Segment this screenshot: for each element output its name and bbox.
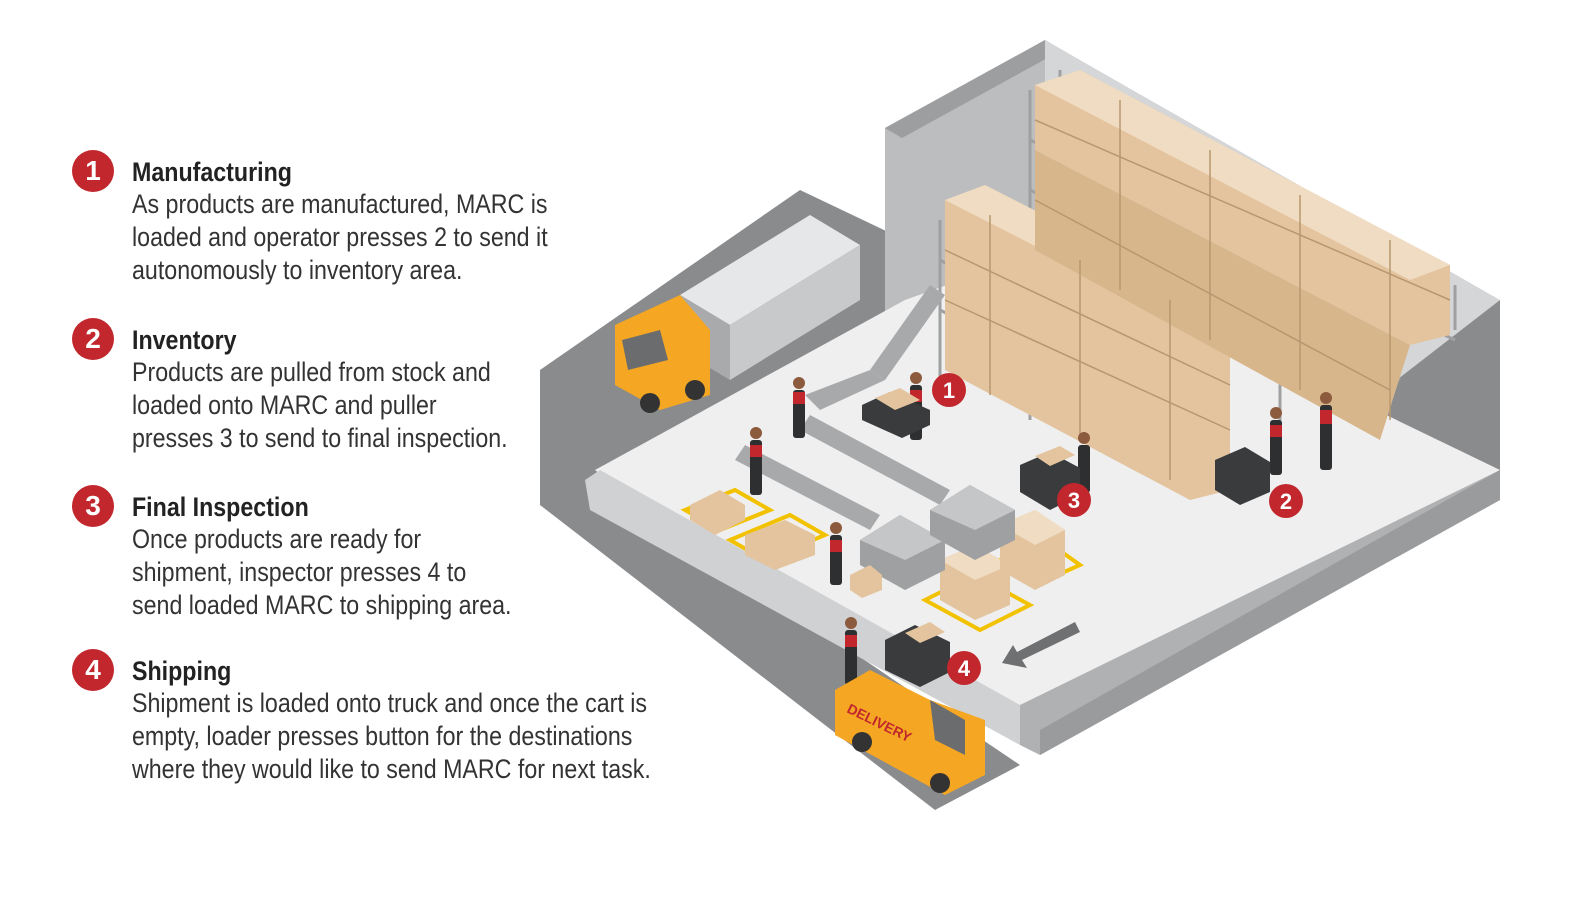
wall-base: [1040, 470, 1500, 755]
description-line: loaded and operator presses 2 to send it: [132, 222, 548, 252]
shelf-boxes: [944, 70, 1451, 500]
step-description: Products are pulled from stock and loade…: [132, 356, 614, 455]
step-shipping: 4 Shipping Shipment is loaded onto truck…: [72, 649, 692, 817]
truck-windshield: [622, 330, 668, 370]
truck-wheel: [640, 393, 660, 413]
step-final-inspection: 3 Final Inspection Once products are rea…: [72, 485, 692, 649]
floor-arrow: [1002, 622, 1080, 668]
description-line: shipment, inspector presses 4 to: [132, 557, 467, 587]
floor-boxes: [690, 490, 1065, 620]
step-description: Once products are ready for shipment, in…: [132, 523, 614, 622]
description-line: loaded onto MARC and puller: [132, 390, 437, 420]
description-line: empty, loader presses button for the des…: [132, 721, 633, 751]
scene-marker-1: 1: [932, 373, 966, 407]
cart-boxes: [850, 388, 1075, 643]
scene-marker-3: 3: [1057, 483, 1091, 517]
back-left-wall-top: [885, 40, 1062, 138]
scene-marker-2: 2: [1269, 484, 1303, 518]
truck-wheel: [685, 380, 705, 400]
description-line: Shipment is loaded onto truck and once t…: [132, 688, 648, 718]
description-line: send loaded MARC to shipping area.: [132, 590, 512, 620]
step-title: Manufacturing: [132, 157, 292, 187]
step-description: Shipment is loaded onto truck and once t…: [132, 687, 651, 786]
truck-trailer-side: [730, 245, 860, 380]
step-title: Inventory: [132, 325, 237, 355]
description-line: autonomously to inventory area.: [132, 255, 463, 285]
step-number-badge: 2: [72, 318, 114, 360]
step-description: As products are manufactured, MARC is lo…: [132, 188, 614, 287]
description-line: presses 3 to send to final inspection.: [132, 423, 508, 453]
truck-trailer-top: [680, 215, 860, 325]
step-number-badge: 1: [72, 150, 114, 192]
steps-list: 1 Manufacturing As products are manufact…: [72, 150, 692, 817]
step-manufacturing: 1 Manufacturing As products are manufact…: [72, 150, 692, 318]
step-title: Shipping: [132, 656, 232, 686]
step-number-badge: 4: [72, 649, 114, 691]
step-inventory: 2 Inventory Products are pulled from sto…: [72, 318, 692, 485]
svg-text:3: 3: [1068, 488, 1080, 513]
step-title: Final Inspection: [132, 492, 309, 522]
step-number-badge: 3: [72, 485, 114, 527]
svg-text:2: 2: [1280, 489, 1292, 514]
description-line: where they would like to send MARC for n…: [132, 754, 651, 784]
workers: [750, 372, 1332, 685]
delivery-van: DELIVERY: [835, 670, 985, 795]
svg-text:1: 1: [943, 378, 955, 403]
description-line: As products are manufactured, MARC is: [132, 189, 548, 219]
description-line: Once products are ready for: [132, 524, 422, 554]
scene-marker-4: 4: [947, 651, 981, 685]
svg-text:4: 4: [958, 656, 971, 681]
bins: [860, 485, 1015, 590]
description-line: Products are pulled from stock and: [132, 357, 491, 387]
conveyors: [735, 285, 950, 530]
